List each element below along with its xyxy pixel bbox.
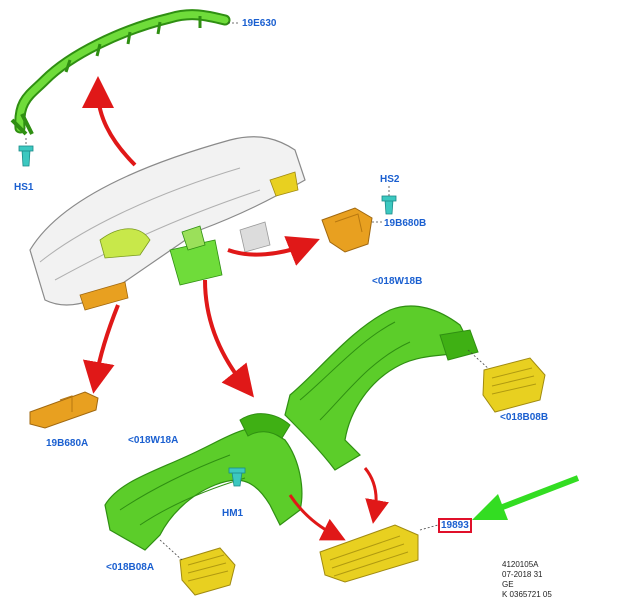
diagram-reference-block: 4120105A 07-2018 31 GE K 0365721 05 [502, 560, 552, 600]
hm1-screw-icon [228, 467, 246, 487]
hs2-screw-icon [381, 195, 397, 215]
reference-region: GE [502, 580, 514, 589]
duct-right-part [284, 305, 479, 471]
reference-id: K 0365721 05 [502, 590, 552, 599]
bracket-right-part [321, 207, 373, 253]
vent-center-part [319, 524, 419, 583]
dashboard-assembly [29, 136, 306, 311]
vent-right-part [482, 357, 546, 413]
label-hm1: HM1 [222, 508, 244, 519]
label-hs2: HS2 [380, 174, 400, 185]
label-hs1: HS1 [14, 182, 34, 193]
hs1-screw-icon [18, 145, 34, 167]
label-19b680a: 19B680A [46, 438, 89, 449]
label-018w18a: <018W18A [128, 435, 179, 446]
highlight-arrow-icon [472, 475, 580, 520]
label-19e630: 19E630 [242, 18, 277, 29]
label-018w18b: <018W18B [372, 276, 423, 287]
label-018b08b: <018B08B [500, 412, 549, 423]
reference-code: 4120105A [502, 560, 539, 569]
vent-left-part [179, 547, 236, 596]
bracket-left-part [29, 391, 99, 429]
duct-left-part [104, 413, 303, 551]
label-018b08a: <018B08A [106, 562, 155, 573]
rail-part [10, 9, 231, 136]
label-19b680b: 19B680B [384, 218, 427, 229]
reference-date: 07-2018 31 [502, 570, 543, 579]
label-19893-highlighted: 19893 [438, 518, 472, 533]
